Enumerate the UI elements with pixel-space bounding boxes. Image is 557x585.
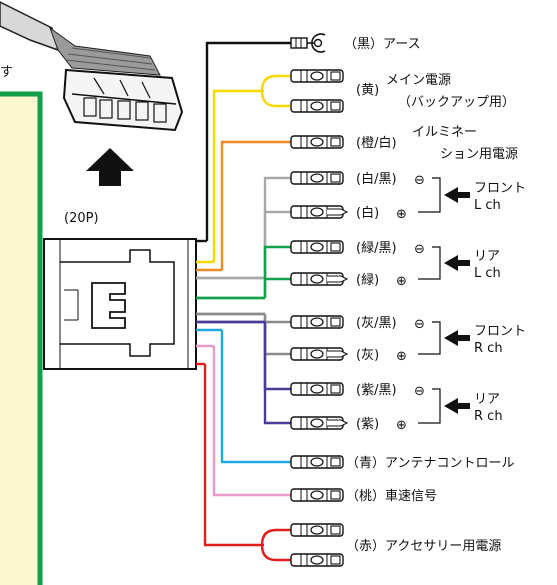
polarity-neg-rl-neg: ⊖ <box>414 242 425 257</box>
label-memory-3: （バックアップ用） <box>398 95 515 110</box>
label-ground: （黒）アース <box>344 37 421 52</box>
group-rear-l-line2: L ch <box>474 266 501 281</box>
terminal-rl-pos <box>290 272 349 286</box>
label-rl-pos: (緑) <box>356 273 379 288</box>
label-antenna: （青）アンテナコントロール <box>346 456 514 471</box>
terminal-fl-pos <box>290 205 349 219</box>
polarity-pos-fr-pos: ⊕ <box>396 349 407 364</box>
terminal-illum <box>290 135 344 149</box>
wire-fr-pos <box>196 312 291 356</box>
group-bracket-1 <box>418 246 470 280</box>
label-rr-pos: (紫) <box>356 417 379 432</box>
terminal-ground <box>290 33 326 53</box>
terminal-fr-pos <box>290 347 349 361</box>
terminal-fl-neg <box>290 171 344 185</box>
label-rr-neg: (紫/黒) <box>356 383 397 398</box>
group-bracket-2 <box>418 321 470 355</box>
connector-20p-face <box>43 238 197 370</box>
group-rear-r-line1: リア <box>474 392 500 407</box>
wire-antenna <box>196 328 291 464</box>
label-memory: (黄) <box>356 83 379 98</box>
label-fr-pos: (灰) <box>356 348 379 363</box>
polarity-pos-rl-pos: ⊕ <box>396 274 407 289</box>
wire-rl-neg <box>196 245 291 300</box>
terminal-memory-1 <box>290 69 344 83</box>
group-front-r-line2: R ch <box>474 341 503 356</box>
group-rear-l-line1: リア <box>474 249 500 264</box>
label-illum: (橙/白) <box>356 135 397 151</box>
plug-connector-drawing <box>62 68 184 132</box>
group-bracket-0 <box>418 177 470 213</box>
wire-acc <box>196 362 291 562</box>
harness-cable <box>0 1 161 76</box>
wire-ground <box>196 41 291 243</box>
label-rl-neg: (緑/黒) <box>356 241 397 256</box>
wire-memory <box>196 74 291 264</box>
terminal-memory-2 <box>290 99 344 113</box>
group-front-l-line1: フロント <box>474 181 526 196</box>
wire-rl-pos <box>196 277 291 300</box>
terminal-acc-2 <box>290 553 344 567</box>
polarity-pos-fl-pos: ⊕ <box>396 207 407 222</box>
wires-layer <box>196 41 291 562</box>
terminal-rl-neg <box>290 240 344 254</box>
group-rear-r-line2: R ch <box>474 409 503 424</box>
polarity-pos-rr-pos: ⊕ <box>396 418 407 433</box>
terminal-fr-neg <box>290 315 344 329</box>
label-memory-2: メイン電源 <box>386 73 451 88</box>
side-note-text: す <box>0 65 13 80</box>
label-illum-2: イルミネー <box>412 125 477 140</box>
label-fr-neg: (灰/黒) <box>356 316 397 331</box>
connector-label: (20P) <box>64 211 99 226</box>
wire-speed <box>196 344 291 497</box>
polarity-neg-rr-neg: ⊖ <box>414 384 425 399</box>
polarity-neg-fl-neg: ⊖ <box>414 173 425 188</box>
label-speed: （桃）車速信号 <box>346 489 437 504</box>
instruction-panel <box>0 91 43 585</box>
group-front-r-line1: フロント <box>474 324 526 339</box>
terminal-rr-neg <box>290 382 344 396</box>
channel-groups-layer: フロント L ch リア L ch フロント R ch リア R ch <box>418 177 526 424</box>
label-acc: （赤）アクセサリー用電源 <box>346 539 501 554</box>
terminal-speed <box>290 488 344 502</box>
label-illum-3: ション用電源 <box>440 147 518 162</box>
wire-rr-neg <box>196 320 291 391</box>
terminal-rr-pos <box>290 416 349 430</box>
wire-illum <box>196 140 291 272</box>
label-fl-pos: (白) <box>356 205 379 221</box>
wire-fl-pos <box>196 210 291 280</box>
terminal-antenna <box>290 455 344 469</box>
label-fl-neg: (白/黒) <box>356 171 397 187</box>
group-front-l-line2: L ch <box>474 198 501 213</box>
terminals-layer <box>290 33 349 567</box>
wire-rr-pos <box>196 320 291 425</box>
insert-arrow-icon <box>86 148 134 186</box>
terminal-acc-1 <box>290 523 344 537</box>
group-bracket-3 <box>418 388 470 424</box>
polarity-neg-fr-neg: ⊖ <box>414 317 425 332</box>
